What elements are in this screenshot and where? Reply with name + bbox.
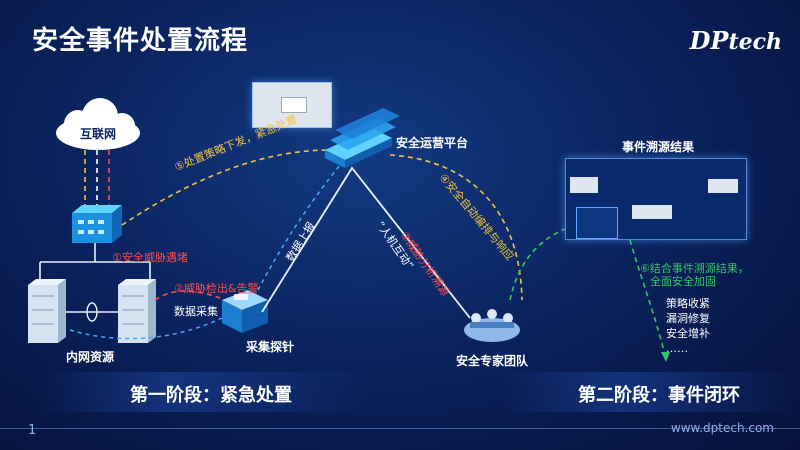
action-item: 漏洞修复	[666, 312, 710, 325]
logo-part-tech: tech	[728, 29, 782, 55]
dptech-logo: DPtech	[690, 26, 782, 55]
action-item: 策略收紧	[666, 297, 710, 310]
data-collect-label: 数据采集	[174, 305, 218, 318]
website-link: www.dptech.com	[670, 421, 774, 435]
hardening-line	[629, 239, 666, 356]
soc-platform-icon	[325, 108, 400, 168]
step-2-label: ②威胁检出&告警	[174, 282, 259, 295]
step-6-label-line2: 全面安全加固	[650, 275, 716, 288]
stage-2-label: 第二阶段：事件闭环	[578, 385, 740, 406]
threat-alert-line	[154, 290, 226, 301]
stage-2-banner	[500, 372, 800, 412]
experts-label: 安全专家团队	[456, 354, 529, 368]
policy-dispatch-line	[121, 149, 331, 226]
probe-icon	[222, 290, 268, 333]
data-collect-line	[69, 317, 223, 340]
orchestration-line	[389, 154, 523, 301]
cloud-icon	[56, 98, 140, 150]
internet-label: 互联网	[80, 127, 117, 141]
trace-result-label: 事件溯源结果	[622, 140, 695, 154]
soc-screenshot-thumbnail	[252, 82, 332, 128]
firewall-icon	[72, 205, 122, 243]
footer-divider	[0, 428, 800, 429]
step-1-label: ①安全威胁遇堵	[112, 251, 188, 264]
stage-1-label: 第一阶段：紧急处置	[130, 385, 292, 406]
server-icon-left	[28, 279, 66, 343]
step-6-label-line1: ⑥结合事件溯源结果，	[640, 262, 749, 275]
intranet-label: 内网资源	[66, 350, 115, 364]
action-item: 安全增补	[666, 327, 710, 340]
page-number: 1	[28, 423, 37, 438]
firewall-to-intranet-line	[39, 243, 151, 285]
actions-list: 策略收紧 漏洞修复 安全增补 ……	[666, 296, 710, 356]
action-item: ……	[666, 342, 688, 355]
server-icon-right	[118, 279, 156, 343]
logo-part-dp: DP	[689, 26, 729, 55]
data-upload-line	[257, 164, 341, 291]
stage-1-banner	[40, 372, 370, 412]
probe-label: 采集探针	[246, 340, 295, 354]
trace-result-screen	[565, 158, 747, 240]
page-title: 安全事件处置流程	[32, 26, 249, 56]
main-flow-line	[261, 166, 471, 319]
expert-team-icon	[464, 309, 520, 342]
soc-label: 安全运营平台	[396, 136, 469, 150]
